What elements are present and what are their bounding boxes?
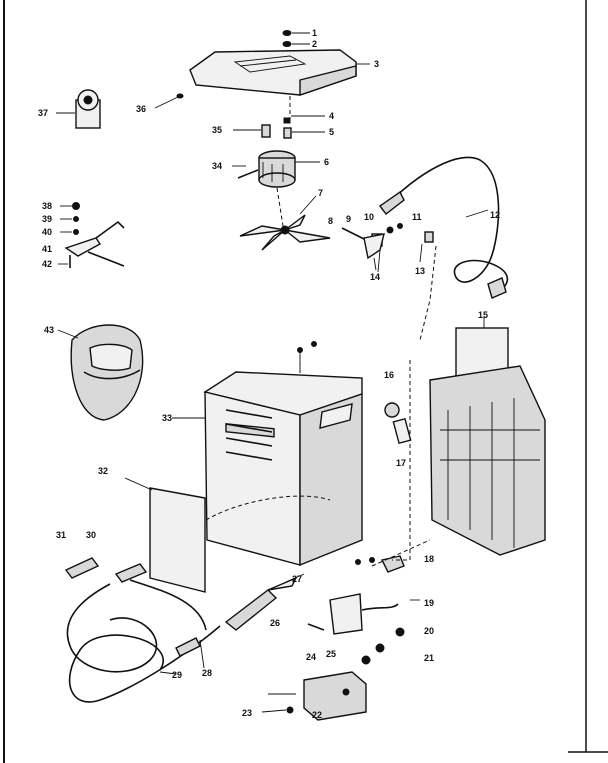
callout-9: 9: [346, 214, 351, 224]
callout-38: 38: [42, 201, 52, 211]
callout-25: 25: [326, 649, 336, 659]
washer-4: [283, 115, 325, 124]
callout-19: 19: [424, 598, 434, 608]
screw-34-top: [232, 165, 259, 179]
heatsink-bracket: [261, 671, 367, 721]
fan-motor: [258, 150, 320, 188]
top-cover: [189, 49, 370, 96]
callout-22: 22: [312, 710, 322, 720]
callout-24: 24: [306, 652, 316, 662]
callout-28: 28: [202, 668, 212, 678]
cabinet-screw-2-11: [297, 341, 317, 370]
callout-14: 14: [370, 272, 380, 282]
callout-18: 18: [424, 554, 434, 564]
callout-6: 6: [324, 157, 329, 167]
fan-blade: [239, 195, 331, 251]
callout-33: 33: [162, 413, 172, 423]
callout-17: 17: [396, 458, 406, 468]
power-cord: [379, 156, 509, 299]
welding-helmet: [57, 324, 144, 421]
callout-39: 39: [42, 214, 52, 224]
callout-8: 8: [328, 216, 333, 226]
clamp-14: [363, 233, 385, 271]
callout-10: 10: [364, 212, 374, 222]
control-knob-37: [56, 89, 101, 129]
callout-41: 41: [42, 244, 52, 254]
callout-40: 40: [42, 227, 52, 237]
callout-2a: 2: [312, 39, 317, 49]
callout-35: 35: [212, 125, 222, 135]
callout-7: 7: [318, 188, 323, 198]
callout-11: 11: [412, 212, 422, 222]
strain-relief-13: [419, 231, 434, 263]
callout-42: 42: [42, 259, 52, 269]
callout-31: 31: [56, 530, 66, 540]
main-cabinet: [172, 371, 363, 567]
callout-1: 1: [312, 28, 317, 38]
handle-hardware-38-42: [58, 202, 125, 268]
front-panel: [124, 477, 206, 593]
callout-12: 12: [490, 210, 500, 220]
callout-23: 23: [242, 708, 252, 718]
callout-20: 20: [424, 626, 434, 636]
screw-36: [154, 93, 184, 109]
callout-4: 4: [329, 111, 334, 121]
callout-30: 30: [86, 530, 96, 540]
callout-29: 29: [172, 670, 182, 680]
callout-26: 26: [270, 618, 280, 628]
electrode-holder: [224, 573, 305, 631]
callout-37: 37: [38, 108, 48, 118]
callout-36: 36: [136, 104, 146, 114]
callout-43: 43: [44, 325, 54, 335]
callout-16: 16: [384, 370, 394, 380]
callout-21: 21: [424, 653, 434, 663]
callout-15: 15: [478, 310, 488, 320]
callout-34: 34: [212, 161, 222, 171]
cover-screw-1: [282, 30, 310, 47]
welding-cables: [64, 557, 221, 703]
transformer: [429, 316, 546, 556]
callout-5: 5: [329, 127, 334, 137]
switch-16-17: [384, 402, 412, 445]
spacer-35: [233, 124, 271, 138]
callout-13: 13: [415, 266, 425, 276]
assembly-guide-lines: [205, 96, 437, 567]
bushing-5: [283, 127, 325, 139]
callout-27: 27: [292, 574, 302, 584]
callout-32: 32: [98, 466, 108, 476]
callout-3: 3: [374, 59, 379, 69]
rectifier-group: [307, 555, 420, 665]
